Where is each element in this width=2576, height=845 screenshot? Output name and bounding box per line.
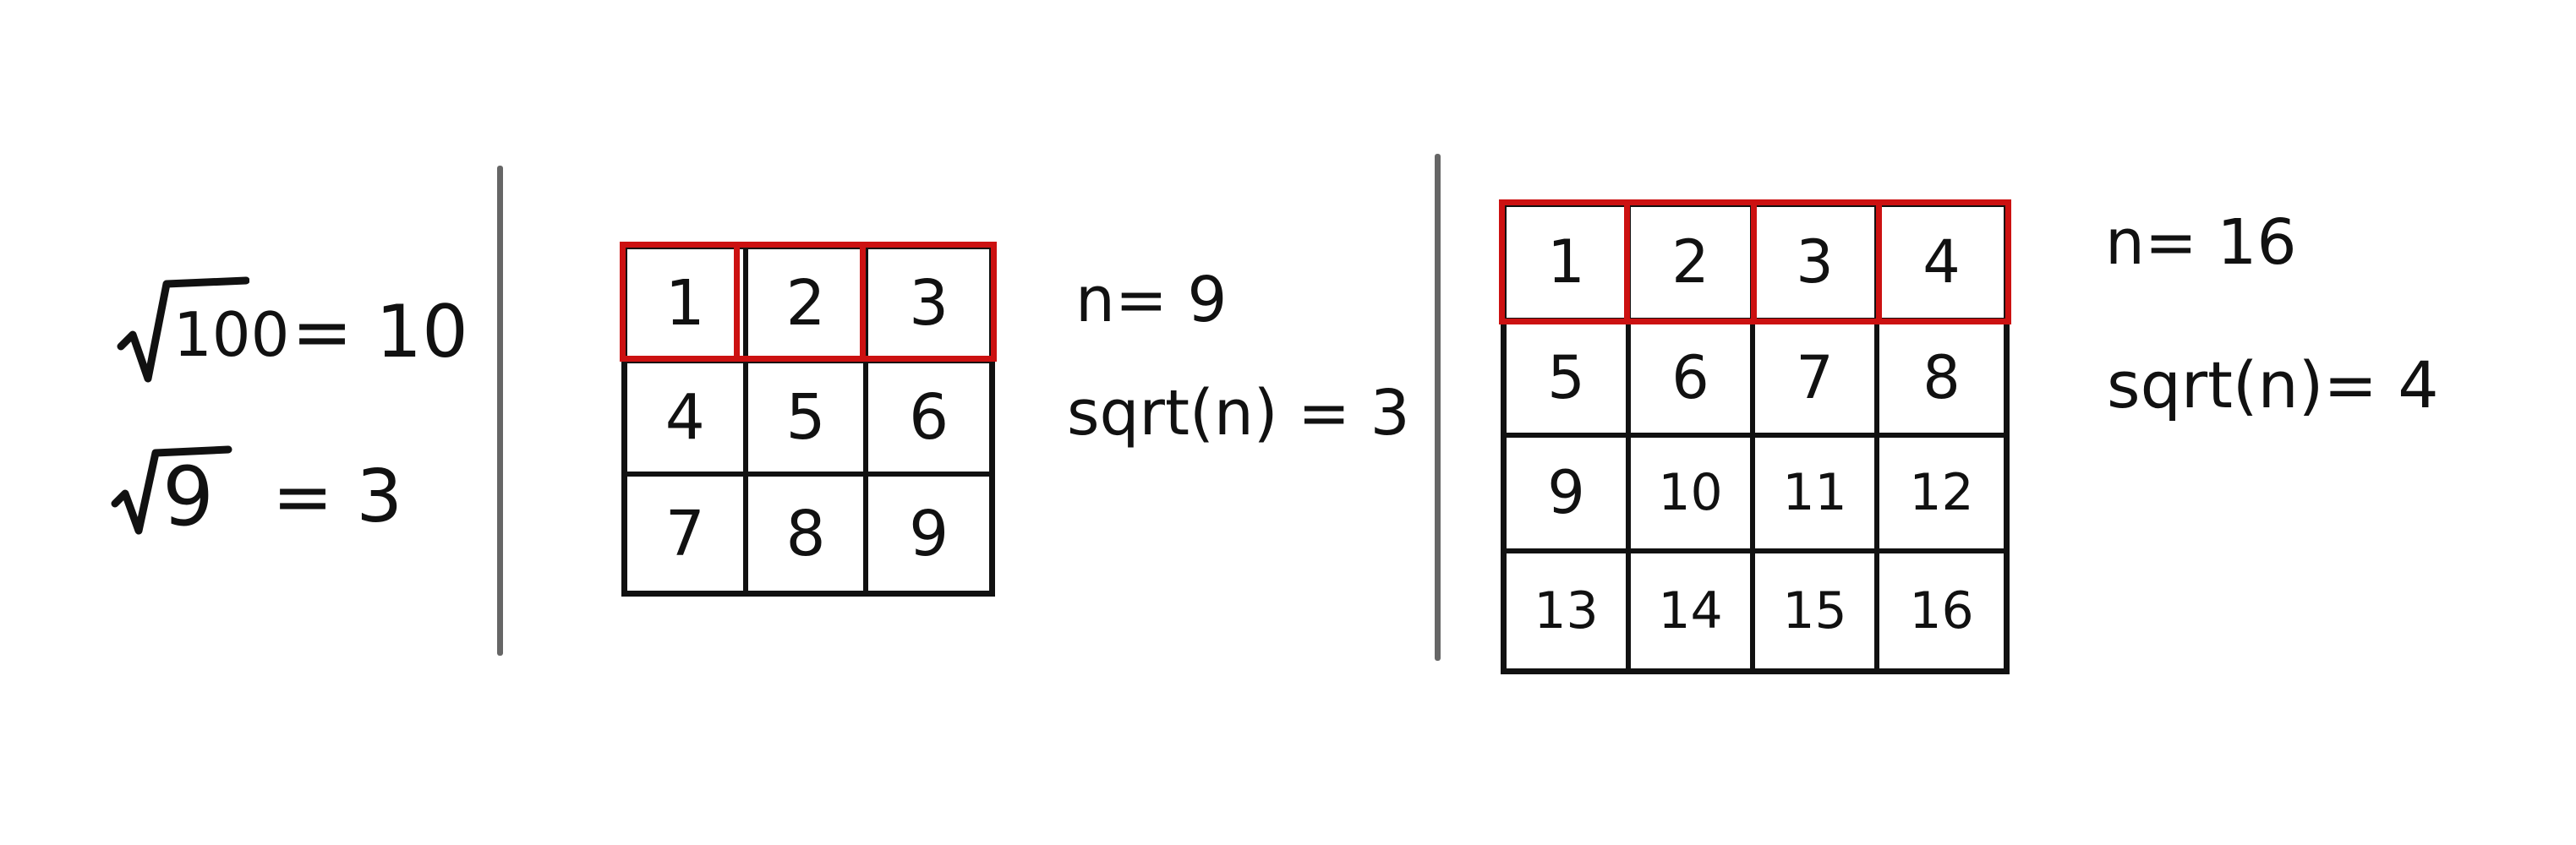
radical-sign-icon bbox=[111, 445, 232, 535]
grid-cell: 14 bbox=[1631, 553, 1755, 668]
eq2-result: = 3 bbox=[272, 455, 403, 539]
grid-3x3: 1 2 3 4 5 6 7 8 9 bbox=[621, 243, 995, 597]
grid-cell: 11 bbox=[1755, 438, 1879, 553]
grid-cell: 5 bbox=[1507, 322, 1631, 438]
grid-cell: 10 bbox=[1631, 438, 1755, 553]
grid-cell: 9 bbox=[1507, 438, 1631, 553]
grid-cell: 12 bbox=[1879, 438, 2004, 553]
grid-4x4: 1 2 3 4 5 6 7 8 9 10 11 12 13 14 15 16 bbox=[1501, 201, 2010, 674]
eq1-result: = 10 bbox=[292, 290, 468, 374]
grid-cell: 4 bbox=[627, 363, 748, 477]
radical-sign-icon bbox=[117, 276, 249, 383]
grid-cell: 7 bbox=[627, 477, 748, 591]
grid-cell: 1 bbox=[627, 249, 748, 363]
grid-cell: 9 bbox=[909, 497, 949, 570]
grid-cell: 15 bbox=[1755, 553, 1879, 668]
grid-cell: 3 bbox=[1755, 207, 1879, 323]
eq1-radicand: 100 bbox=[173, 299, 290, 370]
sqrt-label: sqrt(n) = 3 bbox=[1067, 377, 1410, 450]
grid-cell: 13 bbox=[1507, 553, 1631, 668]
grid-cell: 2 bbox=[747, 249, 869, 363]
grid-cell: 6 bbox=[868, 363, 989, 477]
grid-cell: 3 bbox=[868, 249, 989, 363]
grid-cell: 2 bbox=[1631, 207, 1755, 323]
sqrt-label: sqrt(n)= 4 bbox=[2107, 347, 2439, 422]
grid-cell: 5 bbox=[747, 363, 869, 477]
eq2-radicand: 9 bbox=[162, 450, 215, 544]
divider-line bbox=[1435, 154, 1441, 661]
n-label: n= 16 bbox=[2105, 206, 2297, 279]
grid-cell: 8 bbox=[748, 477, 869, 591]
grid-cell: 1 bbox=[1507, 207, 1631, 323]
grid-cell: 4 bbox=[1879, 207, 2004, 323]
grid-cell: 16 bbox=[1909, 581, 1974, 641]
grid-cell: 8 bbox=[1879, 323, 2004, 438]
grid-cell: 7 bbox=[1755, 322, 1879, 438]
divider-line bbox=[497, 166, 503, 656]
grid-cell: 6 bbox=[1631, 322, 1755, 438]
n-label: n= 9 bbox=[1075, 264, 1228, 336]
